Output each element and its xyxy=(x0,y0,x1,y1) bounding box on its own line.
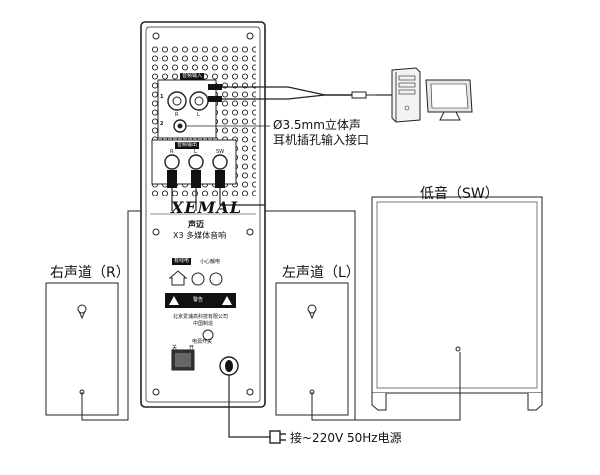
warning-icon xyxy=(222,296,232,305)
power-cable xyxy=(228,375,270,438)
warning-icon xyxy=(169,296,179,305)
subwoofer-label: 低音（SW） xyxy=(420,186,499,202)
made-in: 中国制造 xyxy=(193,321,214,327)
output-sw-label: SW xyxy=(216,149,225,155)
input-l-label: L xyxy=(197,112,200,118)
company-name: 北京爱浦高科技有限公司 xyxy=(173,314,229,320)
pc-tower-icon xyxy=(391,67,421,123)
switch-label: 电源开关 xyxy=(192,339,213,345)
output-r-label: R xyxy=(170,149,174,155)
input-1-l-jack xyxy=(189,91,209,111)
ccc-icon xyxy=(191,272,205,286)
input-1-r-jack xyxy=(167,91,187,111)
rca-audio-cable xyxy=(208,84,392,102)
safety-note: 小心触电 xyxy=(200,259,221,265)
house-icon xyxy=(168,270,188,286)
output-r-jack xyxy=(164,154,180,170)
output-l-jack xyxy=(188,154,204,170)
warning-text: 警告 xyxy=(193,297,204,303)
mount-hole-icon xyxy=(77,304,87,314)
switch-on-label: 开 xyxy=(189,345,195,351)
brand-cn: 声迈 xyxy=(188,220,204,229)
jack-label-line-1: Ø3.5mm立体声 xyxy=(273,118,361,132)
input-2-label: 2 xyxy=(160,121,164,127)
output-sw-jack xyxy=(212,154,228,170)
cert-10-icon xyxy=(209,272,223,286)
right-speaker-label: 左声道（L） xyxy=(282,265,360,281)
power-plug-icon xyxy=(269,430,286,444)
mount-hole-icon xyxy=(307,304,317,314)
power-label: 接~220V 50Hz电源 xyxy=(290,431,402,445)
model-name: X3 多媒体音响 xyxy=(173,231,227,240)
safety-tag: 有线电 xyxy=(172,258,192,265)
left-speaker-label: 右声道（R） xyxy=(50,265,130,281)
input-tag: 音频输入 xyxy=(180,73,205,80)
monitor-icon xyxy=(425,79,473,121)
subwoofer-back-panel xyxy=(140,21,266,408)
subwoofer-box xyxy=(355,196,543,421)
switch-off-label: 关 xyxy=(172,345,178,351)
output-l-label: L xyxy=(194,149,197,155)
brand-logo: XEMAL xyxy=(171,198,242,217)
input-1-label: 1 xyxy=(160,94,164,100)
jack-label-line-2: 耳机插孔输入接口 xyxy=(273,133,370,147)
output-tag: 音频输出 xyxy=(175,142,200,149)
input-r-label: R xyxy=(175,112,179,118)
